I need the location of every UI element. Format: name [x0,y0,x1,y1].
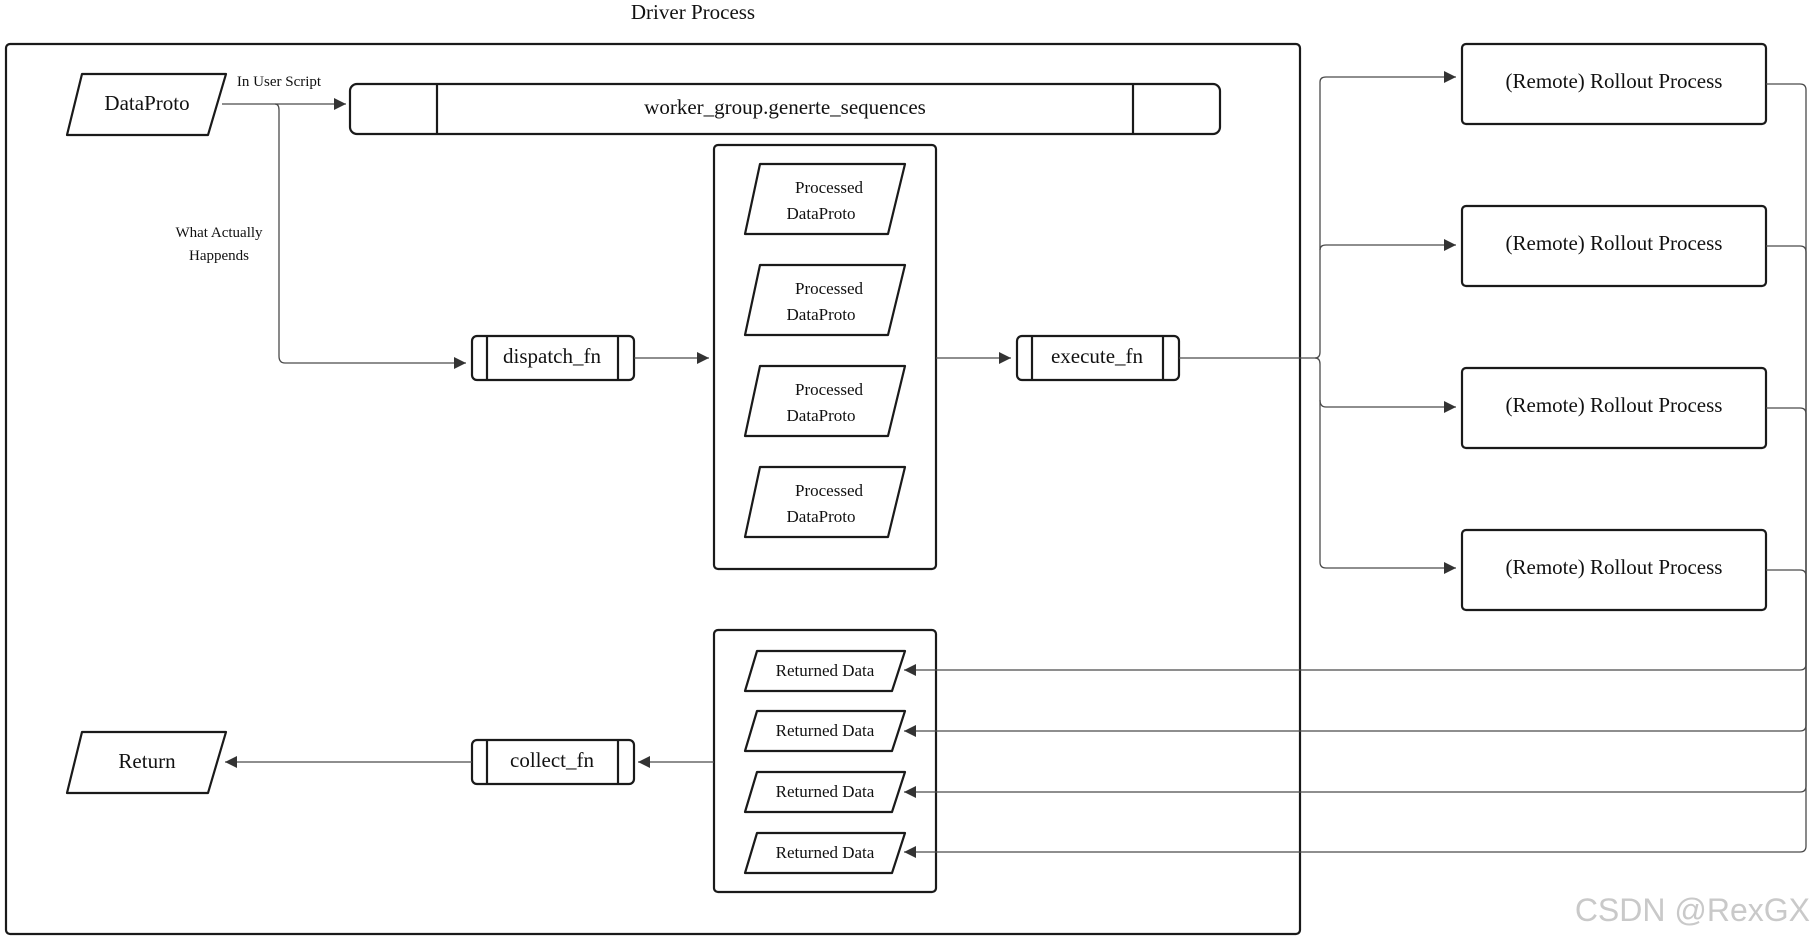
dataproto-input-label: DataProto [104,91,189,115]
remote-rollout-process-4: (Remote) Rollout Process [1460,528,1768,612]
what-actually-label-line2: Happends [189,248,249,264]
collect-fn-node: collect_fn [470,738,636,786]
processed-1-line1: Processed [795,178,863,197]
user-script-label: In User Script [237,74,322,90]
processed-dataproto-4: Processed DataProto [743,465,907,539]
return-output: Return [65,730,228,795]
processed-dataproto-1: Processed DataProto [743,162,907,236]
processed-3-line2: DataProto [787,406,856,425]
dataproto-input: DataProto [65,72,228,137]
execute-fn-label: execute_fn [1051,344,1144,368]
execute-fn-node: execute_fn [1015,334,1181,382]
returned-4-label: Returned Data [776,843,875,862]
processed-3-line1: Processed [795,380,863,399]
processed-dataproto-3: Processed DataProto [743,364,907,438]
remote-rollout-process-2: (Remote) Rollout Process [1460,204,1768,288]
dispatch-fn-node: dispatch_fn [470,334,636,382]
processed-4-line1: Processed [795,481,863,500]
return-output-label: Return [118,749,176,773]
arrow-what-happens [274,103,466,369]
returned-3-label: Returned Data [776,782,875,801]
processed-1-line2: DataProto [787,204,856,223]
driver-process-container [4,42,1302,936]
processed-group [712,143,938,571]
generate-sequences-call: worker_group.generte_sequences [348,82,1222,136]
remote-rollout-1-label: (Remote) Rollout Process [1506,69,1723,93]
driver-process-title: Driver Process [631,0,755,24]
returned-2-label: Returned Data [776,721,875,740]
processed-2-line1: Processed [795,279,863,298]
watermark-text: CSDN @RexGX [1575,892,1810,928]
returned-data-4: Returned Data [743,831,907,875]
returned-group [712,628,938,894]
collect-fn-label: collect_fn [510,748,594,772]
remote-rollout-process-3: (Remote) Rollout Process [1460,366,1768,450]
fan-out-connectors [1179,71,1456,574]
remote-rollout-process-1: (Remote) Rollout Process [1460,42,1768,126]
returned-data-3: Returned Data [743,770,907,814]
returned-data-1: Returned Data [743,649,907,693]
dispatch-fn-label: dispatch_fn [503,344,601,368]
generate-sequences-label: worker_group.generte_sequences [644,95,926,119]
returned-1-label: Returned Data [776,661,875,680]
processed-dataproto-2: Processed DataProto [743,263,907,337]
what-actually-label-line1: What Actually [175,225,263,241]
processed-2-line2: DataProto [787,305,856,324]
remote-rollout-2-label: (Remote) Rollout Process [1506,231,1723,255]
returned-data-2: Returned Data [743,709,907,753]
remote-rollout-4-label: (Remote) Rollout Process [1506,555,1723,579]
remote-rollout-3-label: (Remote) Rollout Process [1506,393,1723,417]
return-connectors [904,83,1807,858]
processed-4-line2: DataProto [787,507,856,526]
